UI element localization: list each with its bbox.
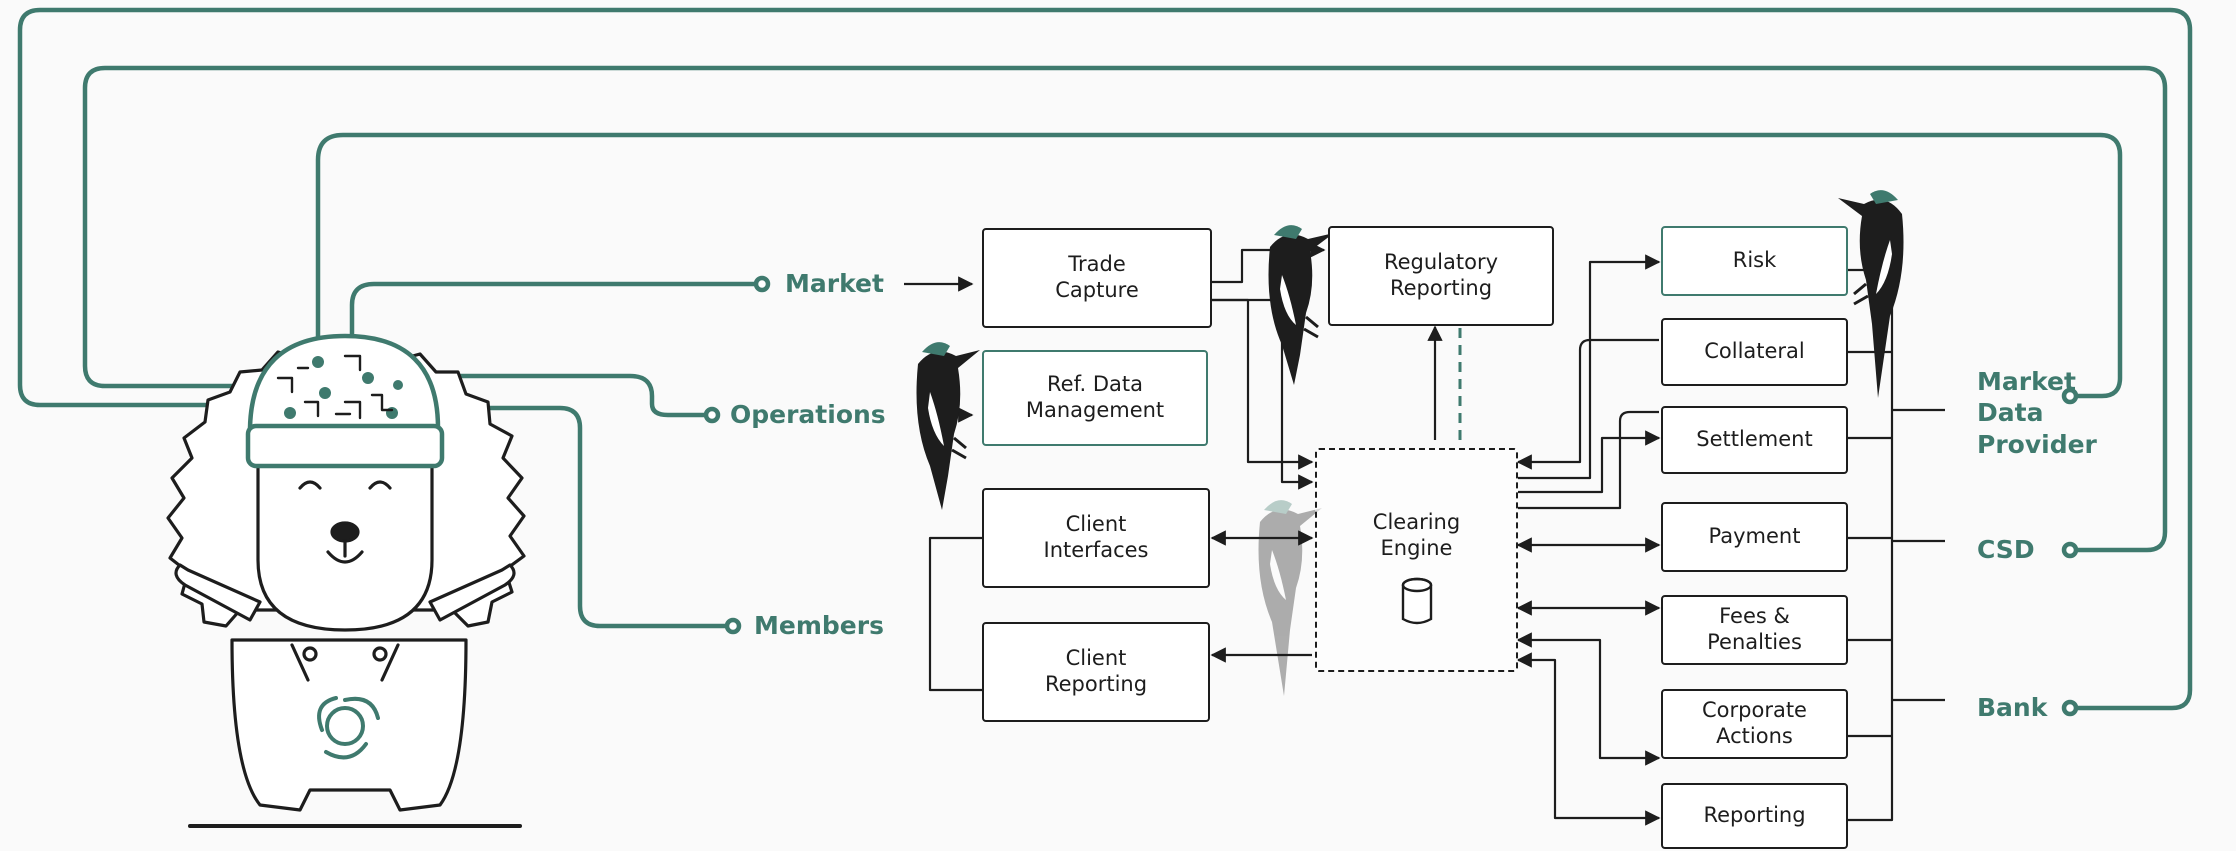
woodpecker-icon bbox=[1838, 190, 1904, 398]
clearing-engine-box[interactable]: Clearing Engine bbox=[1315, 448, 1518, 672]
reporting-box[interactable]: Reporting bbox=[1661, 783, 1848, 849]
payment-label: Payment bbox=[1708, 524, 1801, 549]
woodpecker-icon bbox=[1268, 225, 1334, 385]
corporate-actions-label: Corporate Actions bbox=[1702, 698, 1807, 748]
members-dot bbox=[724, 617, 742, 635]
settlement-label: Settlement bbox=[1696, 427, 1813, 452]
ref-data-management-label: Ref. Data Management bbox=[1025, 372, 1165, 422]
payment-box[interactable]: Payment bbox=[1661, 502, 1848, 572]
csd-label[interactable]: CSD bbox=[1977, 535, 2035, 564]
operations-dot bbox=[703, 406, 721, 424]
members-link bbox=[417, 405, 736, 629]
csd-dot bbox=[2061, 541, 2079, 559]
client-interfaces-label: Client Interfaces bbox=[1043, 512, 1149, 562]
bank-dot bbox=[2061, 699, 2079, 717]
risk-box[interactable]: Risk bbox=[1661, 226, 1848, 296]
settlement-box[interactable]: Settlement bbox=[1661, 406, 1848, 474]
market-data-provider-label[interactable]: Market Data Provider bbox=[1977, 367, 2097, 459]
market-dot bbox=[753, 275, 771, 293]
operations-label[interactable]: Operations bbox=[730, 400, 886, 429]
client-reporting-label: Client Reporting bbox=[1044, 646, 1148, 696]
bank-label[interactable]: Bank bbox=[1977, 693, 2048, 722]
csd-loop bbox=[82, 65, 2168, 553]
trade-capture-box[interactable]: Trade Capture bbox=[982, 228, 1212, 328]
market-label[interactable]: Market bbox=[785, 269, 884, 298]
regulatory-reporting-box[interactable]: Regulatory Reporting bbox=[1328, 226, 1554, 326]
database-icon bbox=[1401, 578, 1432, 625]
ref-data-management-box[interactable]: Ref. Data Management bbox=[982, 350, 1208, 446]
mdp-loop bbox=[315, 132, 2123, 399]
risk-label: Risk bbox=[1732, 248, 1777, 273]
reporting-label: Reporting bbox=[1703, 803, 1806, 828]
regulatory-reporting-label: Regulatory Reporting bbox=[1383, 250, 1499, 300]
market-link bbox=[349, 281, 761, 343]
trade-capture-label: Trade Capture bbox=[1055, 252, 1139, 302]
fees-penalties-label: Fees & Penalties bbox=[1707, 604, 1802, 654]
client-interfaces-box[interactable]: Client Interfaces bbox=[982, 488, 1210, 588]
bank-loop bbox=[17, 7, 2193, 711]
corporate-actions-box[interactable]: Corporate Actions bbox=[1661, 689, 1848, 759]
woodpecker-icon bbox=[1258, 500, 1322, 696]
operations-link bbox=[417, 373, 715, 418]
collateral-label: Collateral bbox=[1704, 339, 1805, 364]
clearing-engine-label: Clearing Engine bbox=[1372, 510, 1461, 560]
client-reporting-box[interactable]: Client Reporting bbox=[982, 622, 1210, 722]
fees-penalties-box[interactable]: Fees & Penalties bbox=[1661, 595, 1848, 665]
collateral-box[interactable]: Collateral bbox=[1661, 318, 1848, 386]
teal-connectors bbox=[17, 7, 2193, 717]
members-label[interactable]: Members bbox=[754, 611, 884, 640]
hedgehog-mascot bbox=[166, 333, 526, 828]
mdp-dot bbox=[2061, 387, 2079, 405]
woodpecker-icon bbox=[916, 342, 980, 510]
